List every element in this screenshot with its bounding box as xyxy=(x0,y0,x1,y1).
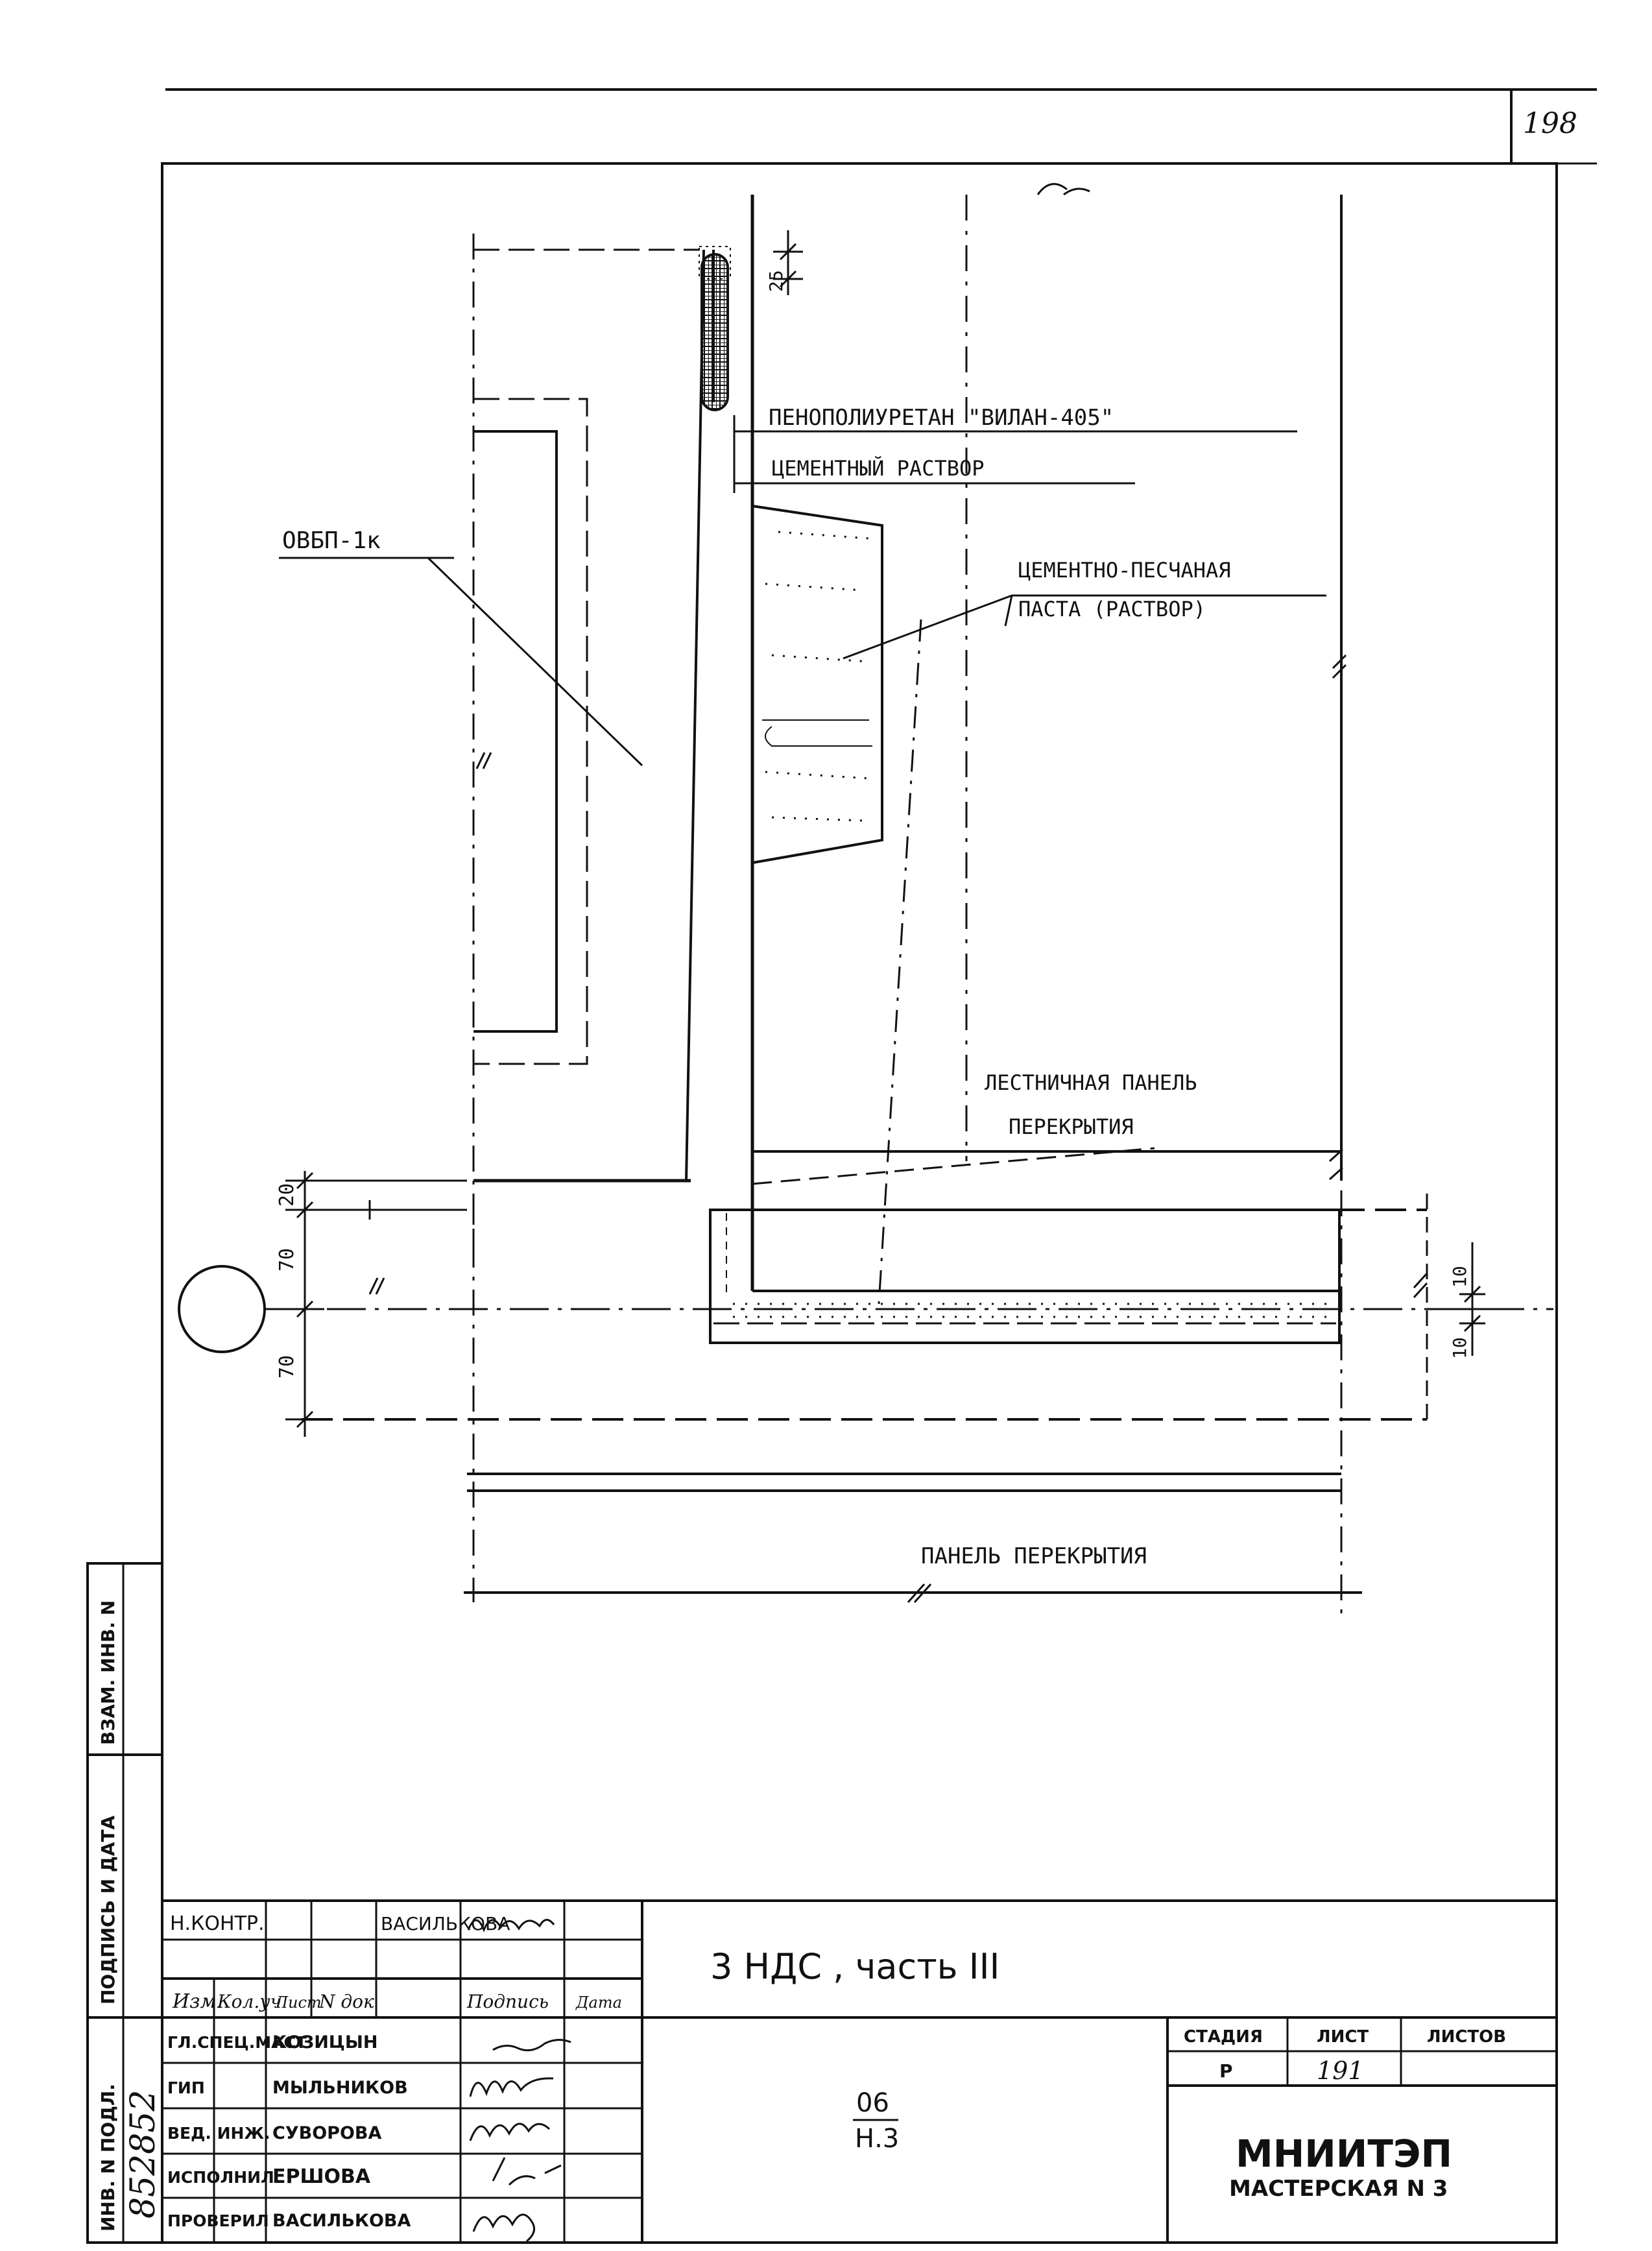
sheets-header: ЛИСТОВ xyxy=(1427,2027,1506,2047)
foam-seal xyxy=(700,253,729,411)
dim-top-gap: 25 xyxy=(765,270,787,292)
role-2: ГИП xyxy=(167,2078,205,2097)
sheet-header: ЛИСТ xyxy=(1317,2027,1369,2047)
window-block-ovbp xyxy=(473,430,558,1033)
nkontr-role: Н.КОНТР. xyxy=(170,1912,265,1935)
detail-drawing xyxy=(178,183,1553,1622)
dim-10-right: 10 xyxy=(1449,1266,1470,1288)
code-top: 06 xyxy=(856,2088,889,2118)
axis-marker xyxy=(178,1265,266,1353)
role-1: ГЛ.СПЕЦ.МАСТ xyxy=(167,2033,307,2052)
name-5: ВАСИЛЬКОВА xyxy=(272,2211,411,2231)
stage-value: Р xyxy=(1219,2060,1233,2082)
code-bottom: Н.3 xyxy=(855,2124,899,2154)
header-ndok: N док xyxy=(318,1991,374,2012)
title-main: 3 НДС , часть III xyxy=(710,1946,1000,1987)
name-2: МЫЛЬНИКОВ xyxy=(272,2078,408,2098)
role-3: ВЕД. ИНЖ. xyxy=(167,2124,270,2143)
title-block xyxy=(162,1899,1557,2243)
drawing-labels: ПЕНОПОЛИУРЕТАН "ВИЛАН-405" ЦЕМЕНТНЫЙ РАС… xyxy=(276,270,1470,1569)
label-stair-1: ЛЕСТНИЧНАЯ ПАНЕЛЬ xyxy=(985,1070,1197,1095)
page-number: 198 xyxy=(1523,107,1577,140)
header-izm: Изм. xyxy=(172,1990,222,2013)
header-data: Дата xyxy=(575,1993,622,2012)
stamp-vzam-inv: ВЗАМ. ИНВ. N xyxy=(97,1600,119,1745)
stamp-podpis-data: ПОДПИСЬ И ДАТА xyxy=(97,1815,119,2004)
dim-10-bottom: 10 xyxy=(1449,1337,1470,1359)
nkontr-signature xyxy=(467,1919,555,1932)
sheet-header: 198 xyxy=(165,88,1597,165)
label-floor-panel: ПАНЕЛЬ ПЕРЕКРЫТИЯ xyxy=(921,1543,1147,1569)
drawing-frame xyxy=(161,162,1558,2244)
header-koluch: Кол.уч xyxy=(217,1991,281,2012)
role-4: ИСПОЛНИЛ xyxy=(167,2168,274,2187)
title-block-text: 3 НДС , часть III 06 Н.3 Н.КОНТР. ВАСИЛЬ… xyxy=(167,1912,1506,2243)
label-paste-2: ПАСТА (РАСТВОР) xyxy=(1018,597,1206,621)
dim-70-upper: 70 xyxy=(276,1248,298,1271)
workshop-name: МАСТЕРСКАЯ N 3 xyxy=(1229,2176,1448,2202)
header-list: Лист xyxy=(274,1993,322,2012)
name-1: КОЗИЦЫН xyxy=(272,2032,377,2052)
dim-70-lower: 70 xyxy=(276,1355,298,1378)
stamp-inv-podl: ИНВ. N ПОДЛ. xyxy=(97,2084,119,2232)
sheet-value: 191 xyxy=(1317,2056,1364,2085)
name-4: ЕРШОВА xyxy=(272,2165,371,2188)
label-ovbp: ОВБП-1к xyxy=(282,527,381,554)
label-stair-2: ПЕРЕКРЫТИЯ xyxy=(1009,1114,1134,1139)
stage-header: СТАДИЯ xyxy=(1184,2027,1263,2047)
side-stamp-text: ВЗАМ. ИНВ. N ПОДПИСЬ И ДАТА ИНВ. N ПОДЛ.… xyxy=(97,1600,163,2232)
role-5: ПРОВЕРИЛ xyxy=(167,2211,269,2230)
side-stamp xyxy=(86,1562,163,2244)
name-3: СУВОРОВА xyxy=(272,2123,381,2143)
header-podpis: Подпись xyxy=(466,1991,549,2012)
nkontr-name: ВАСИЛЬКОВА xyxy=(381,1913,510,1934)
label-foam: ПЕНОПОЛИУРЕТАН "ВИЛАН-405" xyxy=(769,405,1114,431)
label-paste-1: ЦЕМЕНТНО-ПЕСЧАНАЯ xyxy=(1018,558,1231,583)
dim-20: 20 xyxy=(276,1183,298,1207)
cement-paste xyxy=(751,504,883,865)
label-cement-mortar: ЦЕМЕНТНЫЙ РАСТВОР xyxy=(772,456,985,481)
stamp-inv-number: 852852 xyxy=(124,2089,163,2219)
signatures xyxy=(469,2039,571,2243)
org-name: МНИИТЭП xyxy=(1236,2132,1452,2176)
